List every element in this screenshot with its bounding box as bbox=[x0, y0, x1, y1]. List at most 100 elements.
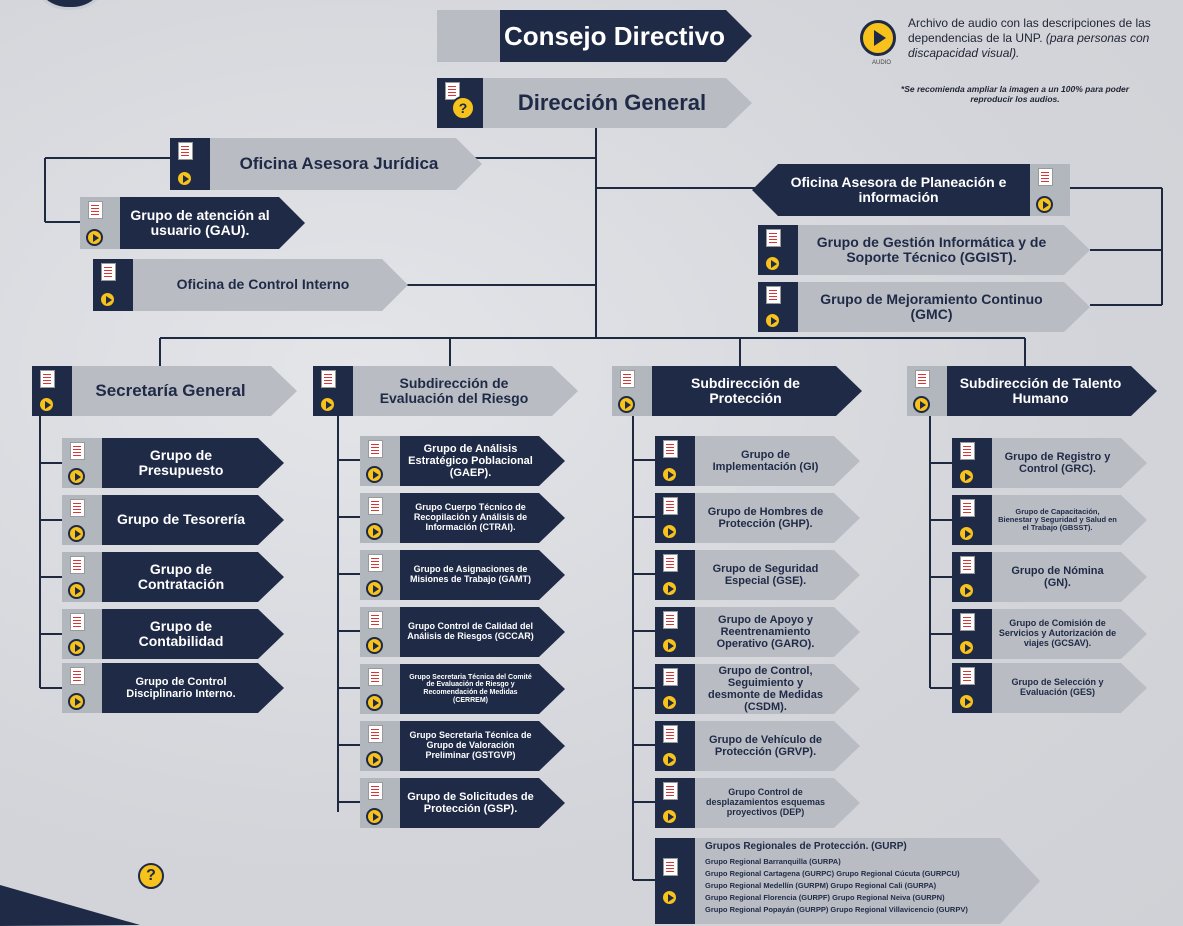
group-node: Grupo de Comisión de Servicios y Autoriz… bbox=[952, 609, 1147, 659]
play-icon[interactable] bbox=[661, 580, 678, 597]
group-node: Grupo de Control, Seguimiento y desmonte… bbox=[655, 664, 860, 714]
document-icon[interactable] bbox=[101, 263, 116, 281]
play-icon[interactable] bbox=[661, 466, 678, 483]
group-label: Grupo de Selección y Evaluación (GES) bbox=[1011, 677, 1104, 697]
document-icon[interactable] bbox=[960, 613, 975, 631]
node-gau: Grupo de atención al usuario (GAU). bbox=[80, 197, 305, 249]
node-secretaria-general: Secretaría General bbox=[32, 366, 297, 416]
group-label: Grupo Secretaria Técnica de Grupo de Val… bbox=[409, 730, 532, 760]
column-title: Subdirección de Protección bbox=[691, 374, 800, 406]
document-icon[interactable] bbox=[70, 556, 85, 574]
document-icon[interactable] bbox=[663, 554, 678, 572]
document-icon[interactable] bbox=[368, 497, 383, 515]
play-icon[interactable] bbox=[661, 889, 678, 906]
document-icon[interactable] bbox=[70, 613, 85, 631]
document-icon[interactable] bbox=[960, 442, 975, 460]
play-icon[interactable] bbox=[366, 751, 383, 768]
help-icon[interactable]: ? bbox=[138, 863, 164, 889]
play-icon[interactable] bbox=[958, 525, 975, 542]
document-icon[interactable] bbox=[663, 858, 678, 876]
play-icon[interactable] bbox=[319, 396, 336, 413]
play-icon[interactable] bbox=[366, 466, 383, 483]
document-icon[interactable] bbox=[40, 370, 55, 388]
document-icon[interactable] bbox=[88, 201, 103, 219]
node-ggist: Grupo de Gestión Informática y de Soport… bbox=[758, 225, 1090, 275]
play-icon[interactable] bbox=[366, 580, 383, 597]
audio-note-text: Archivo de audio con las descripciones d… bbox=[908, 16, 1158, 61]
play-icon[interactable] bbox=[661, 751, 678, 768]
play-icon[interactable] bbox=[68, 582, 85, 599]
document-icon[interactable] bbox=[663, 725, 678, 743]
play-icon[interactable] bbox=[618, 396, 635, 413]
play-icon[interactable] bbox=[958, 639, 975, 656]
play-icon[interactable] bbox=[764, 255, 781, 272]
document-icon[interactable] bbox=[766, 229, 781, 247]
group-node: Grupo Secretaria Técnica del Comité de E… bbox=[360, 664, 565, 714]
document-icon[interactable] bbox=[663, 611, 678, 629]
group-node: Grupo de Registro y Control (GRC). bbox=[952, 438, 1147, 488]
document-icon[interactable] bbox=[663, 782, 678, 800]
document-icon[interactable] bbox=[70, 442, 85, 460]
document-icon[interactable] bbox=[766, 286, 781, 304]
play-icon[interactable] bbox=[68, 468, 85, 485]
gurp-line: Grupo Regional Popayán (GURPP) Grupo Reg… bbox=[705, 905, 968, 914]
group-label: Grupo de Registro y Control (GRC). bbox=[1004, 450, 1111, 475]
play-icon[interactable] bbox=[661, 637, 678, 654]
juridica-label: Oficina Asesora Jurídica bbox=[239, 153, 439, 173]
document-icon[interactable] bbox=[368, 554, 383, 572]
help-icon[interactable]: ? bbox=[451, 96, 475, 120]
group-label: Grupo de Solicitudes de Protección (GSP)… bbox=[407, 790, 534, 815]
play-icon[interactable] bbox=[1036, 196, 1053, 213]
play-icon[interactable] bbox=[366, 694, 383, 711]
document-icon[interactable] bbox=[321, 370, 336, 388]
document-icon[interactable] bbox=[70, 667, 85, 685]
document-icon[interactable] bbox=[178, 142, 193, 160]
play-icon[interactable] bbox=[661, 808, 678, 825]
audio-tiny-label: AUDIO bbox=[872, 60, 892, 66]
group-label: Grupo Secretaria Técnica del Comité de E… bbox=[409, 673, 532, 704]
document-icon[interactable] bbox=[368, 668, 383, 686]
play-icon[interactable] bbox=[68, 693, 85, 710]
play-icon[interactable] bbox=[661, 523, 678, 540]
document-icon[interactable] bbox=[663, 497, 678, 515]
play-icon[interactable] bbox=[366, 808, 383, 825]
document-icon[interactable] bbox=[368, 440, 383, 458]
play-icon[interactable] bbox=[661, 694, 678, 711]
play-icon[interactable] bbox=[913, 396, 930, 413]
document-icon[interactable] bbox=[368, 611, 383, 629]
group-label: Grupo de Hombres de Protección (GHP). bbox=[707, 505, 824, 530]
group-label: Grupo de Contabilidad bbox=[138, 617, 224, 649]
document-icon[interactable] bbox=[368, 782, 383, 800]
group-label: Grupo Cuerpo Técnico de Recopilación y A… bbox=[413, 502, 528, 532]
document-icon[interactable] bbox=[960, 667, 975, 685]
play-icon[interactable] bbox=[99, 291, 116, 308]
control-interno-label: Oficina de Control Interno bbox=[176, 276, 350, 293]
play-icon[interactable] bbox=[86, 229, 103, 246]
document-icon[interactable] bbox=[445, 82, 460, 100]
play-icon[interactable] bbox=[68, 639, 85, 656]
group-label: Grupo Control de desplazamientos esquema… bbox=[705, 787, 826, 817]
node-subdireccion-proteccion: Subdirección de Protección bbox=[612, 366, 862, 416]
play-icon[interactable] bbox=[958, 468, 975, 485]
play-icon[interactable] bbox=[366, 523, 383, 540]
document-icon[interactable] bbox=[915, 370, 930, 388]
document-icon[interactable] bbox=[70, 499, 85, 517]
document-icon[interactable] bbox=[663, 440, 678, 458]
document-icon[interactable] bbox=[960, 556, 975, 574]
play-icon[interactable] bbox=[958, 582, 975, 599]
document-icon[interactable] bbox=[368, 725, 383, 743]
play-icon[interactable] bbox=[176, 170, 193, 187]
play-icon[interactable] bbox=[68, 525, 85, 542]
play-icon[interactable] bbox=[958, 693, 975, 710]
document-icon[interactable] bbox=[960, 499, 975, 517]
play-icon[interactable] bbox=[38, 396, 55, 413]
document-icon[interactable] bbox=[663, 668, 678, 686]
document-icon[interactable] bbox=[620, 370, 635, 388]
group-label: Grupo de Tesorería bbox=[116, 511, 246, 528]
gmc-label: Grupo de Mejoramiento Continuo (GMC) bbox=[820, 290, 1043, 322]
play-icon[interactable] bbox=[366, 637, 383, 654]
document-icon[interactable] bbox=[1038, 168, 1053, 186]
play-audio-icon[interactable] bbox=[860, 20, 896, 56]
play-icon[interactable] bbox=[764, 312, 781, 329]
